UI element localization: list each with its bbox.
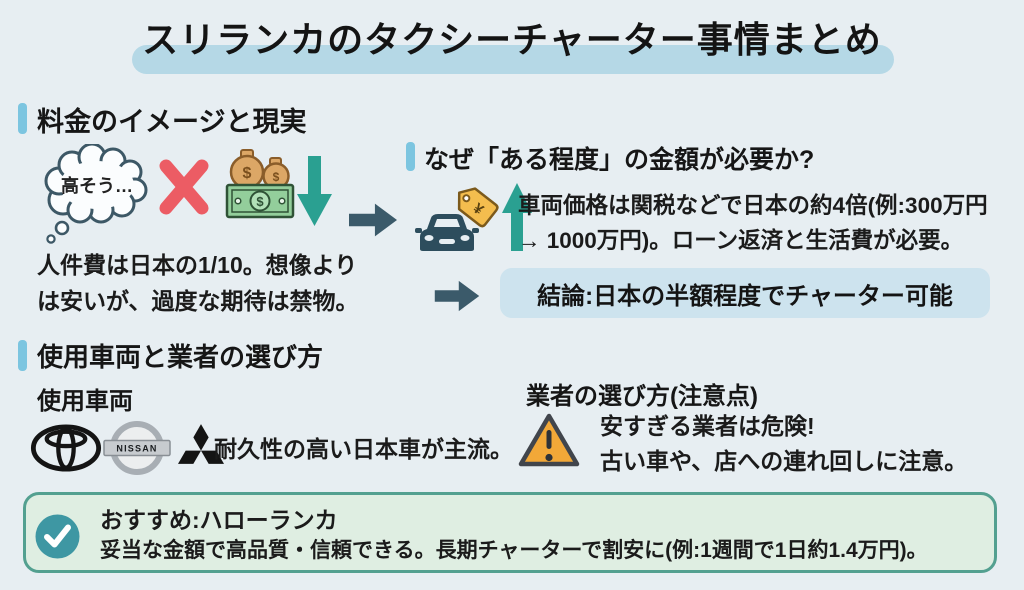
- recommendation-box: [23, 492, 997, 573]
- bubble-trail-dot: [46, 234, 56, 244]
- arrow-right-icon: [349, 203, 397, 237]
- nissan-logo: NISSAN: [103, 421, 171, 475]
- warning-triangle-icon: [518, 413, 580, 467]
- bill-symbol: $: [256, 194, 264, 209]
- recommendation-body: 妥当な金額で高品質・信頼できる。長期チャーターで割安に(例:1週間で1日約1.4…: [100, 539, 928, 562]
- bubble-trail-dot: [54, 220, 70, 236]
- thought-bubble-icon: 高そう…: [44, 144, 148, 244]
- why-note: 車両価格は関税などで日本の約4倍(例:300万円 → 1000万円)。ローン返済…: [518, 193, 988, 253]
- arrow-right-icon: [434, 280, 480, 312]
- arrow-down-icon: [297, 156, 332, 226]
- agents-note: 安すぎる業者は危険! 古い車や、店への連れ回しに注意。: [600, 413, 968, 474]
- subheading-agents: 業者の選び方(注意点): [526, 383, 758, 410]
- car-front-icon: [415, 214, 479, 251]
- section-bar-pricing: [18, 103, 27, 134]
- heading-pricing: 料金のイメージと現実: [37, 107, 307, 137]
- recommendation-title: おすすめ:ハローランカ: [100, 507, 338, 533]
- toyota-logo: [30, 424, 102, 472]
- vehicles-note: 耐久性の高い日本車が主流。: [214, 436, 513, 462]
- money-bag-symbol: $: [243, 165, 252, 182]
- mitsubishi-logo: [178, 424, 224, 464]
- price-tag-icon: ¥: [457, 187, 499, 228]
- section-bar-why: [406, 142, 415, 171]
- section-bar-vehicles: [18, 340, 27, 371]
- page-title: スリランカのタクシーチャーター事情まとめ: [142, 19, 882, 60]
- money-bag-symbol: $: [273, 170, 280, 184]
- thought-bubble-text: 高そう…: [61, 175, 133, 196]
- nissan-logo-text: NISSAN: [116, 444, 157, 454]
- cross-x-icon: [159, 159, 209, 215]
- check-circle-icon: [35, 514, 80, 559]
- money-bags-bill-icon: $ $ $: [225, 149, 295, 219]
- arrow-up-icon: [502, 183, 532, 251]
- title-highlight-bar: [132, 45, 894, 74]
- conclusion-pill: 結論:日本の半額程度でチャーター可能: [500, 268, 990, 318]
- heading-why: なぜ「ある程度」の金額が必要か?: [424, 146, 815, 174]
- pricing-note: 人件費は日本の1/10。想像より は安いが、過度な期待は禁物。: [37, 252, 359, 314]
- heading-vehicles: 使用車両と業者の選び方: [37, 342, 324, 372]
- subheading-vehicles: 使用車両: [37, 388, 133, 415]
